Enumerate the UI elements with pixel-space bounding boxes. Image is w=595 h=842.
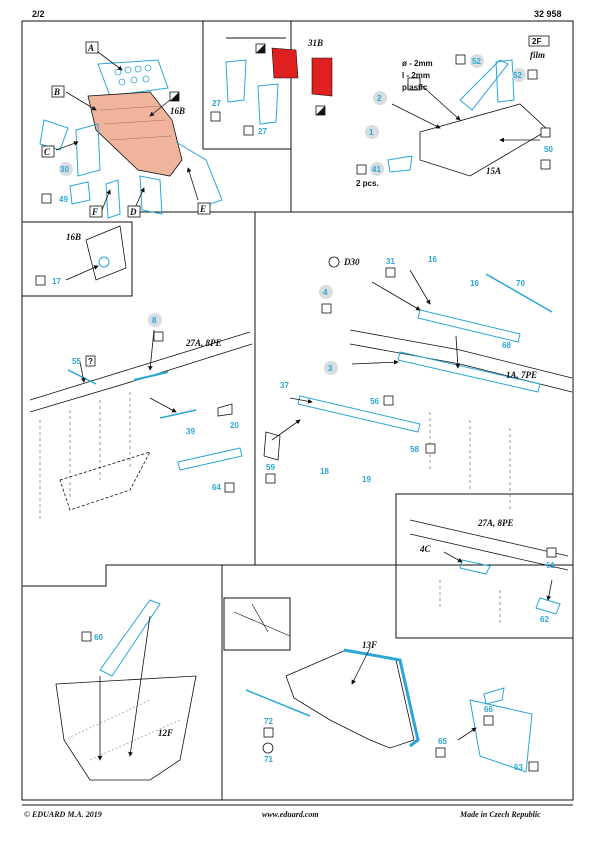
decal-icon	[328, 256, 340, 268]
callout-d30: D30	[343, 257, 360, 267]
part-64: 64	[212, 483, 221, 492]
part-16-a: 16	[428, 255, 437, 264]
origin: Made in Czech Republic	[460, 810, 541, 819]
part-59: 59	[266, 463, 275, 472]
part-55: 55	[72, 357, 81, 366]
part-52-a: 52	[472, 57, 481, 66]
callout-27a-8pe-detail: 27A, 8PE	[477, 518, 514, 528]
section-detail-16b: 16B 17	[35, 225, 127, 286]
part-68: 68	[502, 341, 511, 350]
section-cockpit-left: 8 27A, 8PE 55 ? 39 20 64	[29, 313, 253, 520]
section-cockpit-right: D30 4 31 16 16 70 68 1A, 7PE 3 37 56 58 …	[263, 255, 573, 510]
part-8: 8	[152, 316, 157, 325]
part-19: 19	[362, 475, 371, 484]
part-2: 2	[377, 94, 382, 103]
callout-31b: 31B	[307, 38, 323, 48]
view-f-label: F	[91, 207, 98, 217]
part-70: 70	[516, 279, 525, 288]
film-code: 2F	[532, 37, 541, 46]
film-label: film	[530, 50, 545, 60]
part-27-b: 27	[258, 127, 267, 136]
copyright: © EDUARD M.A. 2019	[24, 810, 102, 819]
callout-12f: 12F	[158, 728, 173, 738]
part-18: 18	[320, 467, 329, 476]
fold-icon	[41, 193, 52, 204]
section-detail-4c: 27A, 8PE 4C 61 62	[409, 518, 569, 626]
callout-1a-7pe: 1A, 7PE	[506, 370, 537, 380]
part-37: 37	[280, 381, 289, 390]
part-71: 71	[264, 755, 273, 764]
part-72: 72	[264, 717, 273, 726]
page-number: 2/2	[32, 9, 45, 19]
website: www.eduard.com	[262, 810, 319, 819]
view-d-label: D	[129, 207, 137, 217]
section-rear-canopy: 13F 72 71 66 65 63	[233, 603, 539, 773]
part-41: 41	[372, 165, 381, 174]
note-diameter: ø - 2mm	[402, 59, 433, 68]
part-27-a: 27	[212, 99, 221, 108]
note-plastic: plastic	[402, 83, 428, 92]
part-bubble	[59, 162, 73, 176]
part-1: 1	[369, 128, 374, 137]
part-58: 58	[410, 445, 419, 454]
part-62: 62	[540, 615, 549, 624]
callout-16b: 16B	[170, 106, 185, 116]
product-code: 32 958	[534, 9, 562, 19]
part-3: 3	[328, 364, 333, 373]
part-31: 31	[386, 257, 395, 266]
part-63: 63	[514, 763, 523, 772]
section-seat-belts: 31B 27 27	[210, 37, 333, 136]
view-c-label: C	[44, 147, 51, 157]
callout-15a: 15A	[486, 166, 501, 176]
part-52-b: 52	[513, 71, 522, 80]
part-50: 50	[544, 145, 553, 154]
callout-16b-detail: 16B	[66, 232, 81, 242]
film-code-box	[528, 35, 550, 47]
part-4: 4	[323, 288, 328, 297]
section-gunsight: ø - 2mm l - 2mm plastic 2F film 52 52 2 …	[356, 35, 553, 188]
callout-27a-8pe: 27A, 8PE	[185, 338, 222, 348]
part-61: 61	[546, 561, 555, 570]
part-17: 17	[52, 277, 61, 286]
part-65: 65	[438, 737, 447, 746]
part-20: 20	[230, 421, 239, 430]
note-length: l - 2mm	[402, 71, 430, 80]
part-66: 66	[484, 705, 493, 714]
section-canopy-frame: 60 12F	[55, 599, 197, 781]
panel-grid	[21, 20, 574, 806]
callout-13f: 13F	[362, 640, 377, 650]
view-labels: A B C D E F	[41, 41, 211, 218]
view-a-label: A	[87, 43, 94, 53]
part-60: 60	[94, 633, 103, 642]
part-39: 39	[186, 427, 195, 436]
view-b-label: B	[53, 87, 60, 97]
section-instrument-panel: A B C D E F 16B 30 49	[39, 41, 223, 219]
part-30: 30	[60, 165, 69, 174]
part-56: 56	[370, 397, 379, 406]
callout-4c: 4C	[419, 544, 432, 554]
part-16-b: 16	[470, 279, 479, 288]
help-icon: ?	[88, 357, 93, 366]
quantity-note: 2 pcs.	[356, 179, 379, 188]
part-49: 49	[59, 195, 68, 204]
view-e-label: E	[199, 204, 206, 214]
